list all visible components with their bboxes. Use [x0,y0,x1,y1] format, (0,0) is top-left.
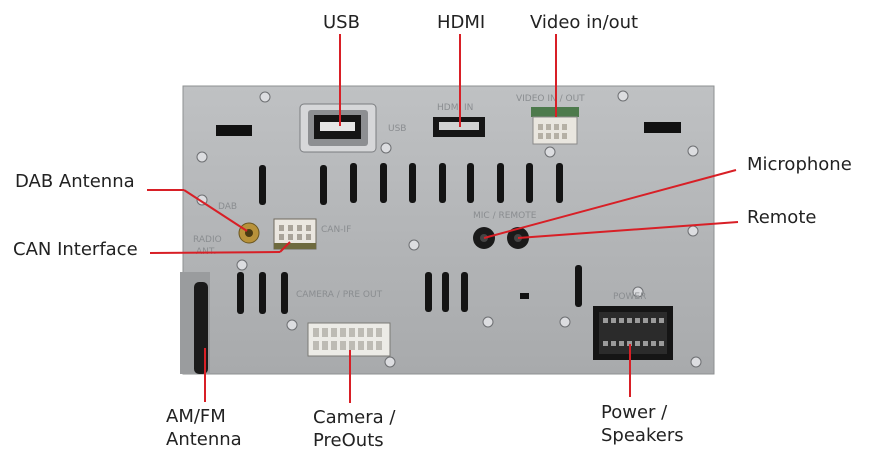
panel-label-mic: MIC / REMOTE [473,211,537,221]
camera-connector [307,322,391,357]
panel-label-dab: DAB [218,202,237,212]
callout-remote: Remote [747,207,817,228]
panel-label-camera: CAMERA / PRE OUT [296,290,383,300]
panel-label-hdmi: HDMI IN [437,103,473,113]
usb-port [299,103,377,153]
callout-power-line2: Speakers [601,425,684,446]
callout-amfm-antenna: AM/FM Antenna [166,405,242,451]
can-connector [273,218,317,250]
leader-lines [147,34,739,403]
panel-label-can: CAN-IF [321,225,351,235]
callout-amfm-line1: AM/FM [166,406,226,427]
callout-dab-antenna: DAB Antenna [15,171,135,192]
small-port [520,293,529,299]
panel-label-video: VIDEO IN / OUT [516,94,585,104]
callout-camera-line2: PreOuts [313,430,384,451]
callout-power-line1: Power / [601,402,668,423]
slot-top-right [644,122,681,133]
callout-power-speakers: Power / Speakers [601,401,684,447]
callout-can-interface: CAN Interface [13,239,138,260]
callout-camera-preouts: Camera / PreOuts [313,406,395,452]
callout-amfm-line2: Antenna [166,429,242,450]
callout-microphone: Microphone [747,154,852,175]
power-connector [593,306,673,360]
callout-video: Video in/out [530,12,639,33]
vent-slots [237,163,582,314]
callout-camera-line1: Camera / [313,407,396,428]
panel-label-radio: RADIO [193,235,222,245]
screws [196,90,702,368]
callout-hdmi: HDMI [437,12,486,33]
dab-connector [238,222,260,244]
panel-label-usb: USB [388,124,406,134]
panel-label-power: POWER [613,292,646,302]
slot-top-left [216,125,252,136]
callout-usb: USB [323,12,360,33]
